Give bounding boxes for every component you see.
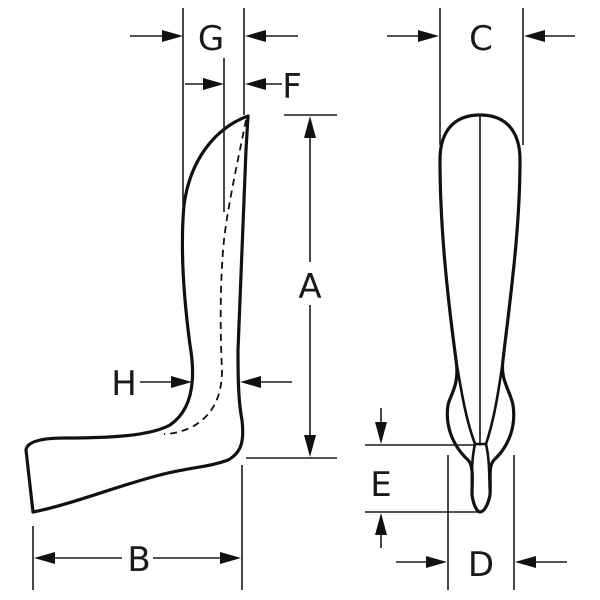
label-a: A [298, 267, 321, 307]
e-arrow-bottom [375, 513, 387, 535]
front-tip [470, 442, 492, 497]
c-arrow-left [418, 30, 439, 42]
label-c: C [469, 19, 493, 59]
front-inner-left [454, 358, 477, 446]
d-arrow-right [515, 556, 536, 568]
label-b: B [127, 540, 150, 580]
b-arrow-left [34, 552, 55, 564]
b-arrow-right [220, 552, 241, 564]
a-arrow-bottom [304, 435, 316, 457]
c-arrow-right [524, 30, 545, 42]
label-g: G [198, 19, 224, 59]
label-e: E [370, 465, 391, 505]
h-arrow-left [171, 376, 192, 388]
f-arrow-right [245, 78, 266, 90]
label-f: F [282, 67, 302, 107]
g-arrow-right [245, 30, 266, 42]
side-view [24, 114, 250, 514]
a-arrow-top [304, 116, 316, 138]
front-view [438, 113, 522, 514]
front-inner-right [484, 358, 505, 446]
g-arrow-left [162, 30, 183, 42]
e-arrow-top [375, 422, 387, 444]
label-d: D [468, 545, 494, 585]
f-arrow-left [203, 78, 224, 90]
side-bevel-dashed-line [163, 119, 247, 435]
d-arrow-left [426, 556, 447, 568]
label-h: H [111, 364, 137, 404]
h-arrow-right [240, 376, 261, 388]
front-profile-outline [438, 113, 522, 514]
side-profile-outline [24, 114, 250, 514]
